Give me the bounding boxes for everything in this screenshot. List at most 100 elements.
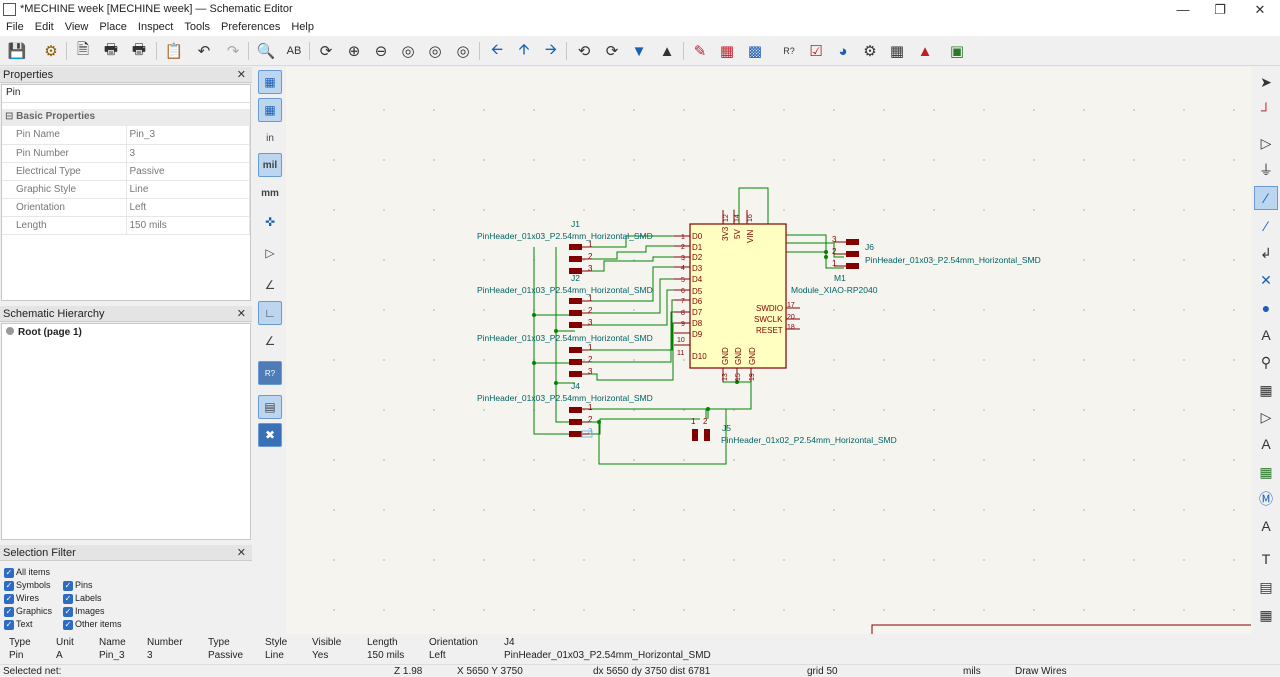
select-icon[interactable]: ➤: [1260, 73, 1272, 90]
add-text-icon[interactable]: Ⓜ: [1259, 491, 1273, 507]
maximize-icon[interactable]: ❐: [1214, 2, 1226, 17]
add-image-icon[interactable]: ▦: [1259, 606, 1273, 623]
filter-text[interactable]: ✓Text: [4, 619, 33, 630]
assign-footprints-icon[interactable]: ⚙: [863, 43, 877, 60]
net-label-icon[interactable]: A: [1261, 327, 1271, 343]
units-inches-button[interactable]: in: [266, 132, 274, 144]
menu-tools[interactable]: Tools: [184, 21, 211, 33]
net-class-icon[interactable]: ⚲: [1260, 353, 1272, 370]
symbol-editor-icon[interactable]: ✎: [693, 43, 707, 60]
add-textbox-icon[interactable]: A: [1261, 518, 1271, 534]
hier-label-icon[interactable]: ▷: [1260, 408, 1272, 425]
menu-preferences[interactable]: Preferences: [221, 21, 281, 33]
plot-icon[interactable]: 🖶: [131, 40, 147, 58]
menu-edit[interactable]: Edit: [34, 21, 54, 33]
zoom-fit-icon[interactable]: ◎: [401, 43, 415, 60]
menu-file[interactable]: File: [6, 21, 24, 33]
find-replace-icon[interactable]: AB: [286, 45, 302, 57]
save-icon[interactable]: 💾: [7, 43, 27, 60]
add-table-icon[interactable]: ▤: [1259, 578, 1273, 595]
line-angle-45-icon[interactable]: ∠: [264, 334, 276, 348]
hierarchy-root[interactable]: Root (page 1): [2, 324, 250, 341]
erc-icon[interactable]: ☑: [809, 43, 823, 60]
menu-place[interactable]: Place: [99, 21, 127, 33]
menu-view[interactable]: View: [64, 21, 89, 33]
units-mils-button[interactable]: mil: [258, 153, 282, 177]
zoom-objects-icon[interactable]: ◎: [428, 43, 442, 60]
import-sheet-pin-icon[interactable]: ▦: [1259, 463, 1273, 480]
menu-help[interactable]: Help: [291, 21, 314, 33]
filter-other-items[interactable]: ✓Other items: [63, 619, 122, 630]
filter-pins[interactable]: ✓Pins: [63, 580, 93, 591]
mirror-v-icon[interactable]: ▼: [631, 42, 647, 60]
global-label-icon[interactable]: ▦: [1259, 381, 1273, 398]
junction-icon[interactable]: ●: [1261, 300, 1271, 316]
paste-icon[interactable]: 📋: [164, 43, 184, 60]
schematic-setup-icon[interactable]: ⚙: [44, 43, 58, 60]
print-icon[interactable]: 🖶: [103, 40, 119, 58]
grid-icon[interactable]: ▦: [258, 70, 282, 94]
add-symbol-icon[interactable]: ▷: [1260, 134, 1272, 151]
prop-value[interactable]: 3: [126, 144, 250, 163]
minimize-icon[interactable]: —: [1176, 2, 1190, 17]
redo-icon[interactable]: ↷: [226, 43, 240, 60]
filter-graphics[interactable]: ✓Graphics: [4, 606, 53, 617]
filter-symbols[interactable]: ✓Symbols: [4, 580, 51, 591]
close-icon[interactable]: ✕: [1254, 2, 1266, 17]
fields-table-icon[interactable]: ▦: [889, 43, 905, 60]
section-basic-properties[interactable]: ⊟ Basic Properties: [2, 109, 250, 126]
find-icon[interactable]: 🔍: [256, 43, 276, 60]
close-panel-icon[interactable]: ✕: [236, 69, 246, 81]
zoom-in-icon[interactable]: ⊕: [347, 43, 361, 60]
prop-value[interactable]: 150 mils: [126, 216, 250, 235]
undo-icon[interactable]: ↶: [197, 43, 211, 60]
rotate-ccw-icon[interactable]: ⟲: [577, 43, 591, 60]
annotation-icon[interactable]: R?: [258, 361, 282, 385]
schematic-canvas[interactable]: D0 D1 D2 D3 D4 D5 D6 D7 D8 D9 D10 SWDIO …: [286, 67, 1251, 634]
close-panel-icon[interactable]: ✕: [236, 308, 246, 320]
navigate-back-icon[interactable]: 🡨: [490, 40, 504, 58]
prop-value[interactable]: Pin_3: [126, 126, 250, 145]
prop-value[interactable]: Left: [126, 198, 250, 217]
properties-panel-icon[interactable]: ✖: [258, 423, 282, 447]
zoom-selection-icon[interactable]: ◎: [456, 43, 470, 60]
page-settings-icon[interactable]: 🗎: [76, 40, 90, 58]
filter-wires[interactable]: ✓Wires: [4, 593, 39, 604]
bom-icon[interactable]: ▲: [917, 42, 933, 60]
add-wire-icon[interactable]: ∕: [1254, 186, 1278, 210]
cursor-crosshair-icon[interactable]: ✜: [264, 215, 276, 229]
line-angle-90-icon[interactable]: ∟: [258, 301, 282, 325]
line-angle-free-icon[interactable]: ∠: [264, 278, 276, 292]
add-power-icon[interactable]: ⏚: [1259, 162, 1273, 178]
no-connect-icon[interactable]: ✕: [1260, 271, 1272, 288]
filter-labels[interactable]: ✓Labels: [63, 593, 102, 604]
prop-value[interactable]: Passive: [126, 162, 250, 181]
close-panel-icon[interactable]: ✕: [236, 547, 246, 559]
filter-all-items[interactable]: ✓All items: [4, 567, 51, 578]
annotate-icon[interactable]: R?: [783, 46, 795, 56]
hidden-pins-icon[interactable]: ▷: [265, 246, 275, 260]
highlight-net-icon[interactable]: ┘: [1261, 102, 1271, 118]
bus-entry-icon[interactable]: ↲: [1260, 244, 1272, 261]
zoom-out-icon[interactable]: ⊖: [374, 43, 388, 60]
simulator-icon[interactable]: ◕: [838, 42, 848, 60]
hier-sheet-icon[interactable]: A: [1261, 436, 1271, 452]
navigate-forward-icon[interactable]: 🡪: [544, 40, 558, 58]
collapse-icon[interactable]: ⊟: [5, 111, 14, 122]
pcb-editor-icon[interactable]: ▣: [949, 43, 965, 60]
prop-value[interactable]: Line: [126, 180, 250, 199]
info-header: Type: [208, 637, 230, 648]
menu-inspect[interactable]: Inspect: [137, 21, 174, 33]
filter-images[interactable]: ✓Images: [63, 606, 105, 617]
footprint-editor-icon[interactable]: ▩: [747, 43, 763, 60]
navigate-up-icon[interactable]: 🡩: [518, 40, 530, 58]
units-mm-button[interactable]: mm: [261, 187, 279, 199]
grid-overrides-icon[interactable]: ▦: [258, 98, 282, 122]
hierarchy-panel-icon[interactable]: ▤: [258, 395, 282, 419]
text-icon[interactable]: T: [1261, 551, 1271, 567]
add-bus-icon[interactable]: ∕: [1264, 218, 1268, 234]
rotate-cw-icon[interactable]: ⟳: [605, 43, 619, 60]
mirror-h-icon[interactable]: ▲: [659, 42, 675, 60]
refresh-icon[interactable]: ⟳: [319, 43, 333, 60]
symbol-browser-icon[interactable]: ▦: [719, 43, 735, 60]
